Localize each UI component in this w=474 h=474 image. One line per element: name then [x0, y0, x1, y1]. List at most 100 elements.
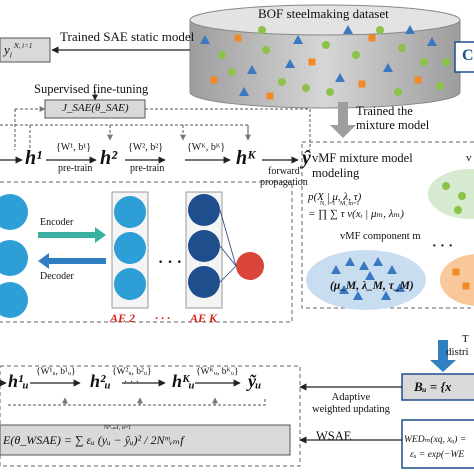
vmf-circle — [454, 206, 462, 214]
sample-triangle — [285, 59, 295, 68]
sample-circle — [442, 58, 450, 66]
mixture-arrow — [330, 102, 356, 138]
wu2-label: {W²ᵤ, b²ᵤ} — [112, 367, 152, 377]
hu2-label: h²ᵤ — [90, 371, 111, 391]
aek-node — [188, 194, 220, 226]
sample-circle — [218, 51, 226, 59]
wed-box — [401, 419, 474, 469]
column-dots: · · · — [158, 254, 183, 271]
forward-label: forward propagation — [260, 166, 308, 188]
vmf-square — [462, 282, 470, 290]
wsae-loss-eq: E(θ_WSAE) = ∑ εᵤ (yᵤ − ŷᵤ)² / 2Nᵐᵥₘf — [3, 433, 184, 447]
sample-triangle — [239, 87, 249, 96]
sample-triangle — [405, 25, 415, 34]
label-set-box — [0, 37, 51, 63]
vmf-circle — [442, 182, 450, 190]
wsae-frame — [0, 365, 301, 467]
dataset-samples — [200, 25, 450, 100]
vmf-component-label: vMF component m — [340, 231, 421, 242]
sample-circle — [326, 88, 334, 96]
vmf-triangle — [353, 291, 363, 300]
vmf-component-dots: · · · — [432, 239, 454, 254]
ae-dots: · · · — [155, 311, 170, 325]
finetune-title: Supervised fine-tuning — [34, 82, 149, 96]
vmf-triangle — [339, 285, 349, 294]
input-node — [0, 240, 28, 276]
wsae-loss-limits: Nᵐᵥₘf, u=1 — [104, 425, 132, 431]
wsae-loss-box — [0, 424, 291, 456]
vmf-triangle — [345, 257, 355, 266]
network-nodes — [0, 194, 264, 318]
bu-arrow — [430, 340, 456, 372]
aek-label: AE K — [190, 311, 218, 325]
vmf-frame — [301, 141, 474, 309]
yu-label: ỹᵤ — [248, 371, 262, 391]
wuk-label: {Wᴷᵤ, bᴷᵤ} — [196, 367, 239, 377]
trained-mixture-label: Trained the mixture model — [356, 104, 430, 133]
sae-frame — [0, 181, 293, 323]
decoder-label: Decoder — [40, 271, 74, 282]
encoder-arrow — [38, 227, 106, 243]
sample-circle — [228, 68, 236, 76]
vmf-cut-distri: distri — [446, 346, 469, 358]
vmf-eq2-prod-limits: N, i=1 — [320, 201, 336, 207]
adaptive-label: Adaptive weighted updating — [312, 392, 390, 416]
dataset-cylinder — [189, 4, 461, 109]
dataset-title: BOF steelmaking dataset — [258, 6, 389, 21]
vmf-triangle — [395, 283, 405, 292]
output-connections — [219, 209, 237, 283]
vmf-triangle — [381, 291, 391, 300]
sample-circle — [278, 78, 286, 86]
sample-triangle — [343, 25, 353, 34]
sample-triangle — [247, 65, 257, 74]
finetune-feedback — [0, 106, 311, 150]
sample-square — [210, 76, 218, 84]
wsae-dots: · · · — [124, 377, 139, 388]
sample-circle — [420, 58, 428, 66]
wed-line1: WEDₘ(xq, xᵤ) = — [404, 435, 467, 445]
h2-label: h² — [100, 147, 118, 169]
sample-triangle — [200, 35, 210, 44]
sample-triangle — [335, 73, 345, 82]
sample-triangle — [293, 35, 303, 44]
sample-circle — [322, 41, 330, 49]
label-set: yiN, i=1 — [4, 42, 33, 60]
bu-label: Bᵤ = {x — [414, 379, 452, 394]
sample-square — [358, 80, 366, 88]
vmf-eq2: = ∏ ∑ τ v(xᵢ | μₘ, λₘ) — [308, 208, 404, 220]
hu1-label: h¹ᵤ — [8, 371, 29, 391]
vmf-square — [452, 268, 460, 276]
sample-circle — [258, 26, 266, 34]
ae2-node — [114, 232, 146, 264]
wk-label: {Wᴷ, bᴷ} — [187, 142, 226, 153]
sample-triangle — [383, 63, 393, 72]
w1-label: {W¹, b¹} — [56, 142, 92, 153]
vmf-triangle — [365, 271, 375, 280]
vmf-eq1: p(X | μ, λ, τ) — [308, 191, 362, 203]
wed-line2: εᵤ = exp(−WE — [410, 450, 465, 460]
vmf-triangle — [387, 265, 397, 274]
output-node — [236, 252, 264, 280]
encoder-label: Encoder — [40, 217, 74, 228]
sample-circle — [376, 26, 384, 34]
output-connection — [219, 209, 237, 267]
sample-triangle — [427, 37, 437, 46]
vmf-title: vMF mixture model modeling — [312, 151, 413, 180]
sample-square — [368, 34, 376, 42]
sample-circle — [436, 82, 444, 90]
vmf-cut-v: v — [466, 152, 472, 164]
sample-square — [308, 58, 316, 66]
yhat-label: ŷ — [302, 147, 311, 169]
wu1-label: {W¹ᵤ, b¹ᵤ} — [36, 367, 76, 377]
vmf-triangle — [373, 257, 383, 266]
vmf-circle — [458, 192, 466, 200]
vmf-eq2-sum-limits: M, m=1 — [340, 201, 360, 207]
vmf-samples — [331, 182, 470, 300]
ae2-node — [114, 196, 146, 228]
input-node — [0, 194, 28, 230]
h1-label: h¹ — [25, 147, 43, 169]
finetune-loss: J_SAE(θ_SAE) — [62, 102, 129, 114]
vmf-ellipse-label: (μ_M, λ_M, τ_M) — [330, 280, 414, 292]
input-node — [0, 282, 28, 318]
